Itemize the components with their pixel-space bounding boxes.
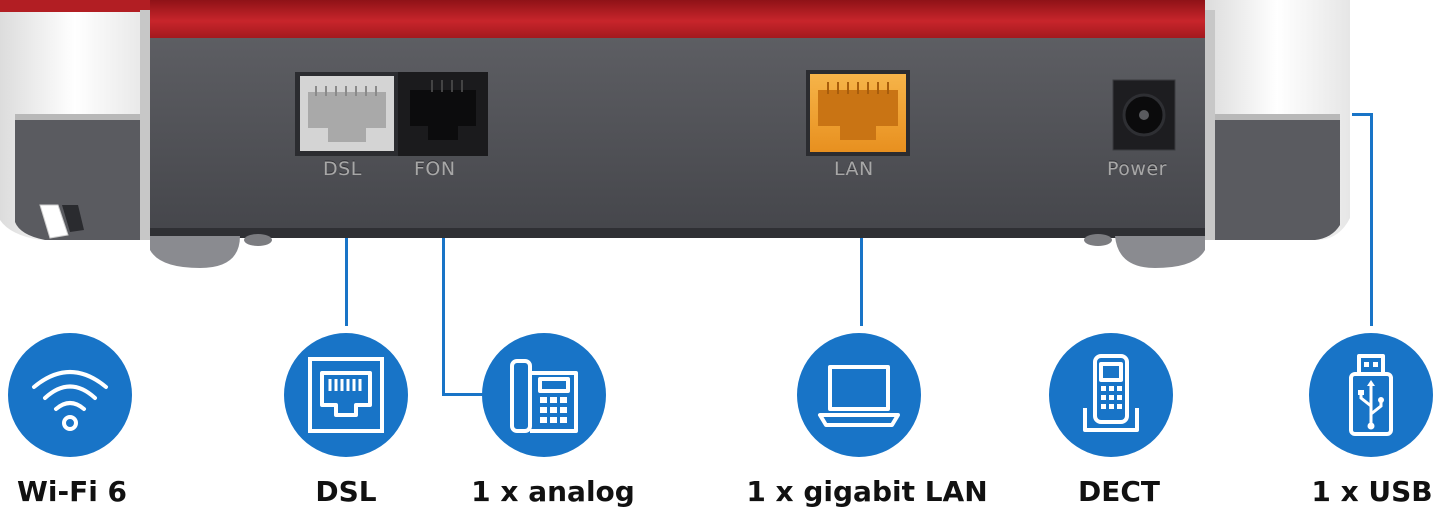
connector-line-analog-horizontal xyxy=(442,393,488,396)
feature-label-dsl: DSL xyxy=(315,475,377,508)
port-label-power: Power xyxy=(1107,158,1167,180)
port-label-lan: LAN xyxy=(834,158,874,180)
feature-circle-lan xyxy=(797,333,921,457)
connector-line-usb-vertical xyxy=(1370,113,1373,326)
desk-phone-icon xyxy=(510,359,578,433)
connector-line-lan xyxy=(860,238,863,326)
router-back-panel xyxy=(0,0,1350,268)
port-label-dsl: DSL xyxy=(323,158,362,180)
feature-label-wifi: Wi-Fi 6 xyxy=(16,475,128,508)
ethernet-port-icon xyxy=(308,357,384,433)
wifi-icon xyxy=(32,370,108,431)
laptop-icon xyxy=(818,365,900,427)
feature-circle-dsl xyxy=(284,333,408,457)
feature-label-usb: 1 x USB xyxy=(1311,475,1433,508)
feature-label-lan: 1 x gigabit LAN xyxy=(746,475,988,508)
cordless-phone-icon xyxy=(1083,354,1139,432)
dsl-port xyxy=(295,72,398,156)
feature-label-dect: DECT xyxy=(1077,475,1161,508)
left-side-cap xyxy=(0,0,150,240)
rubber-feet xyxy=(150,234,1205,268)
feature-circle-analog xyxy=(482,333,606,457)
port-label-fon: FON xyxy=(414,158,456,180)
feature-label-analog: 1 x analog xyxy=(471,475,635,508)
feature-circle-wifi xyxy=(8,333,132,457)
feature-circle-dect xyxy=(1049,333,1173,457)
connector-line-usb-horizontal xyxy=(1352,113,1372,116)
right-side-cap xyxy=(1205,0,1350,240)
lan-port xyxy=(806,70,910,156)
fon-port xyxy=(398,72,488,156)
red-top-housing xyxy=(150,0,1205,42)
power-jack xyxy=(1112,79,1176,151)
connector-line-dsl xyxy=(345,238,348,326)
connector-line-analog-vertical xyxy=(442,238,445,395)
usb-stick-icon xyxy=(1349,354,1393,436)
feature-circle-usb xyxy=(1309,333,1433,457)
